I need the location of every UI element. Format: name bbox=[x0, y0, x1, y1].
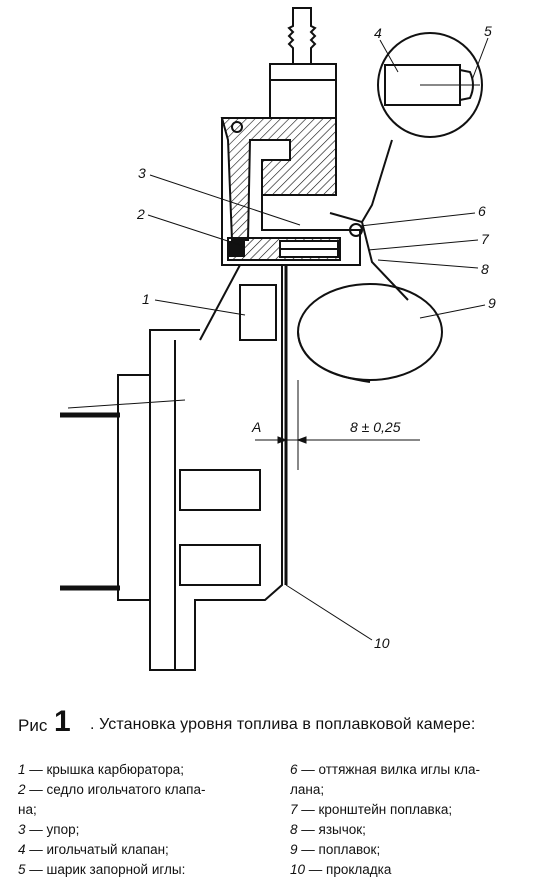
legend-item-number: 10 bbox=[290, 862, 306, 877]
leader-lines bbox=[67, 37, 489, 641]
legend-item-text: — седло игольчатого клапа- bbox=[25, 782, 206, 797]
legend-item: 9 — поплавок; bbox=[290, 840, 540, 860]
legend-right: 6 — оттяжная вилка иглы кла-лана; 7 — кро… bbox=[290, 760, 540, 880]
legend-item: 2 — седло игольчатого клапа- bbox=[18, 780, 290, 800]
fuel-inlet-fitting bbox=[287, 7, 317, 65]
legend-item: 5 — шарик запорной иглы: bbox=[18, 860, 290, 880]
callout-4: 4 bbox=[374, 25, 382, 41]
caption-prefix: Рис bbox=[18, 716, 48, 735]
callout-8: 8 bbox=[481, 261, 489, 277]
lower-body bbox=[149, 264, 283, 671]
legend-item-text: — язычок; bbox=[297, 822, 366, 837]
legend-item: 3 — упор; bbox=[18, 820, 290, 840]
legend-item-text: — поплавок; bbox=[297, 842, 381, 857]
legend-item-text: — игольчатый клапан; bbox=[25, 842, 169, 857]
legend-item: 10 — прокладка bbox=[290, 860, 540, 880]
legend-item-number: 9 bbox=[290, 842, 298, 857]
legend-item: 7 — кронштейн поплавка; bbox=[290, 800, 540, 820]
legend-item-number: 5 bbox=[18, 862, 26, 877]
legend-item-text: — крышка карбюратора; bbox=[25, 762, 185, 777]
detail-inset bbox=[377, 32, 483, 138]
legend-item: 4 — игольчатый клапан; bbox=[18, 840, 290, 860]
legend-item: 6 — оттяжная вилка иглы кла- bbox=[290, 760, 540, 780]
legend-item-number: 2 bbox=[18, 782, 26, 797]
caption-title: . Установка уровня топлива в поплавковой… bbox=[90, 716, 476, 733]
pull-fork bbox=[361, 139, 393, 223]
dimension bbox=[255, 380, 420, 470]
legend-item: лана; bbox=[290, 780, 540, 800]
legend-item: 8 — язычок; bbox=[290, 820, 540, 840]
carburetor-body bbox=[60, 7, 443, 671]
legend-item-number: 1 bbox=[18, 762, 26, 777]
legend-item-text: — упор; bbox=[25, 822, 80, 837]
carburetor-float-diagram: 8 ± 0,25 A 1 2 3 4 5 6 7 8 9 10 bbox=[60, 7, 496, 671]
callout-9: 9 bbox=[488, 295, 496, 311]
legend-item-text: на; bbox=[18, 802, 37, 817]
section-mark: A bbox=[251, 419, 261, 435]
legend-item: на; bbox=[18, 800, 290, 820]
legend-item-text: — оттяжная вилка иглы кла- bbox=[297, 762, 480, 777]
legend-item-number: 7 bbox=[290, 802, 298, 817]
callout-1: 1 bbox=[142, 291, 150, 307]
dimension-label: 8 ± 0,25 bbox=[350, 419, 401, 435]
float-pivot bbox=[349, 223, 363, 237]
callout-7: 7 bbox=[481, 231, 490, 247]
legend-item-text: — кронштейн поплавка; bbox=[297, 802, 453, 817]
caption-number: 1 bbox=[54, 705, 71, 738]
legend-item-number: 8 bbox=[290, 822, 298, 837]
cover-hatched-section bbox=[220, 117, 337, 241]
legend-item-text: — прокладка bbox=[305, 862, 392, 877]
callout-10: 10 bbox=[374, 635, 390, 651]
legend-left: 1 — крышка карбюратора;2 — седло игольча… bbox=[18, 760, 290, 880]
legend-item-number: 6 bbox=[290, 762, 298, 777]
inlet-nut bbox=[269, 63, 337, 119]
legend-item: 1 — крышка карбюратора; bbox=[18, 760, 290, 780]
legend-item-number: 4 bbox=[18, 842, 26, 857]
callout-2: 2 bbox=[136, 206, 145, 222]
legend-item-text: — шарик запорной иглы: bbox=[25, 862, 186, 877]
callout-5: 5 bbox=[484, 23, 492, 39]
callout-6: 6 bbox=[478, 203, 486, 219]
legend-item-text: лана; bbox=[290, 782, 325, 797]
figure-caption: Рис 1 . Установка уровня топлива в попла… bbox=[18, 705, 538, 745]
legend-item-number: 3 bbox=[18, 822, 26, 837]
callout-3: 3 bbox=[138, 165, 146, 181]
float-bracket bbox=[329, 212, 409, 301]
